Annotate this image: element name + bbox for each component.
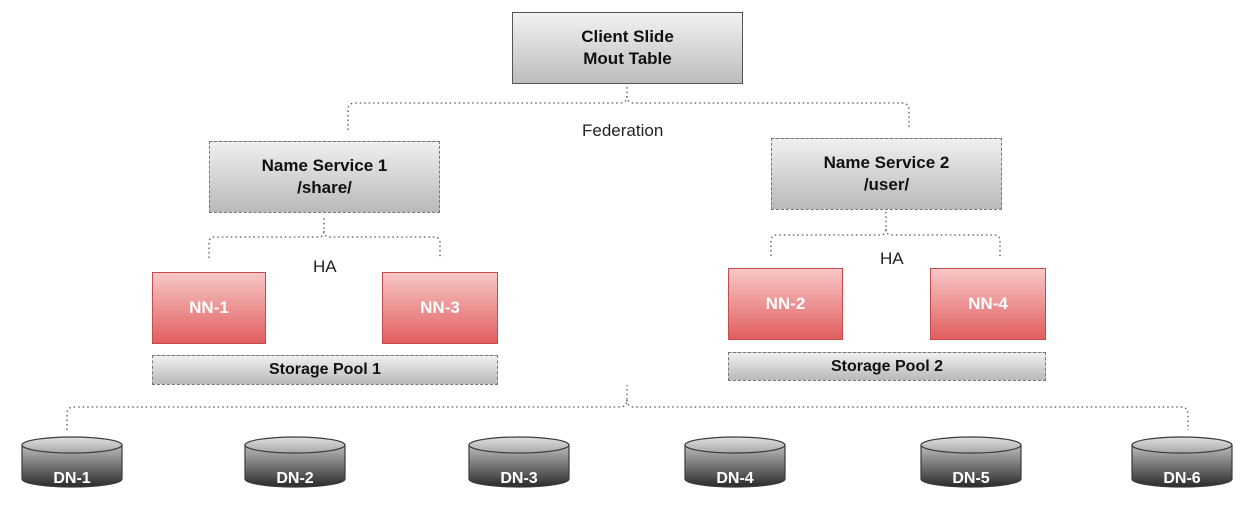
datanode-label-dn-2: DN-2 [276,470,314,487]
federation-bracket [347,84,910,130]
datanode-label-dn-6: DN-6 [1163,470,1201,487]
datanode-cylinder-dn-4 [684,436,786,488]
name-service-1-title: Name Service 1 [261,156,388,175]
storage-pool-2: Storage Pool 2 [728,352,1046,381]
datanode-cylinder-dn-2 [244,436,346,488]
datanode-label-dn-5: DN-5 [952,470,990,487]
datanode-cylinder-dn-6 [1131,436,1233,488]
datanode-cylinder-dn-1 [21,436,123,488]
client-mount-table-box: Client Slide Mout Table [512,12,743,84]
name-service-2-title: Name Service 2 [823,153,950,172]
storage-pool-1: Storage Pool 1 [152,355,498,385]
ha-label-2: HA [880,249,904,268]
name-service-1-box: Name Service 1 /share/ [209,141,440,213]
namenode-nn-1: NN-1 [152,272,266,344]
namenode-nn-3: NN-3 [382,272,498,344]
name-service-2-path: /user/ [863,175,910,194]
name-service-1-path: /share/ [297,178,352,197]
namenode-nn-2: NN-2 [728,268,843,340]
datanode-bracket [66,385,1189,430]
name-service-2-box: Name Service 2 /user/ [771,138,1002,210]
datanode-label-dn-4: DN-4 [716,470,754,487]
client-line1: Client Slide [581,27,674,46]
client-line2: Mout Table [583,49,672,68]
datanode-label-dn-1: DN-1 [53,470,91,487]
ha-bracket-1 [208,216,441,258]
datanode-cylinder-dn-3 [468,436,570,488]
ha-label-1: HA [313,257,337,276]
federation-label: Federation [582,121,664,140]
namenode-nn-4: NN-4 [930,268,1046,340]
datanode-label-dn-3: DN-3 [500,470,538,487]
datanode-cylinder-dn-5 [920,436,1022,488]
